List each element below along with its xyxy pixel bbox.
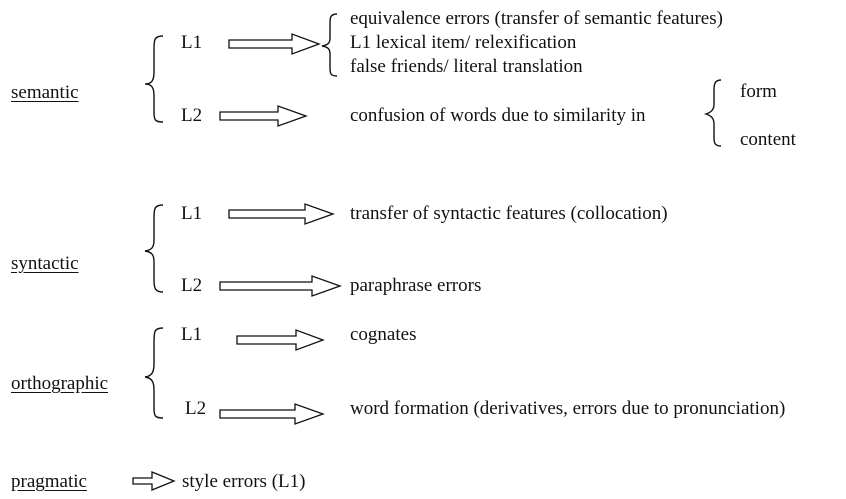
syntactic-l2-arrow	[219, 275, 342, 297]
orthographic-l2-text: word formation (derivatives, errors due …	[350, 398, 786, 419]
semantic-brace	[144, 35, 164, 123]
syntactic-brace	[144, 204, 164, 293]
category-pragmatic: pragmatic	[11, 471, 87, 492]
orthographic-l1-arrow	[236, 329, 325, 351]
semantic-l2-sub-form: form	[740, 81, 777, 102]
orthographic-l1-text: cognates	[350, 324, 417, 345]
orthographic-brace	[144, 327, 164, 419]
syntactic-l2-label: L2	[181, 275, 203, 296]
syntactic-l2-text: paraphrase errors	[350, 275, 482, 296]
syntactic-l1-text: transfer of syntactic features (collocat…	[350, 203, 668, 224]
semantic-l2-brace	[703, 79, 722, 147]
semantic-l2-arrow	[219, 105, 308, 127]
semantic-l2-label: L2	[181, 105, 203, 126]
semantic-l2-text: confusion of words due to similarity in	[350, 105, 646, 126]
semantic-l1-item: L1 lexical item/ relexification	[350, 32, 577, 53]
category-semantic: semantic	[11, 82, 79, 103]
semantic-l1-label: L1	[181, 32, 203, 53]
syntactic-l1-label: L1	[181, 203, 203, 224]
orthographic-l2-label: L2	[185, 398, 207, 419]
semantic-l2-sub-content: content	[740, 129, 796, 150]
pragmatic-arrow	[132, 471, 176, 491]
semantic-l1-arrow	[228, 33, 321, 55]
orthographic-l1-label: L1	[181, 324, 203, 345]
semantic-l1-item: equivalence errors (transfer of semantic…	[350, 8, 723, 29]
syntactic-l1-arrow	[228, 203, 335, 225]
category-syntactic: syntactic	[11, 253, 79, 274]
pragmatic-text: style errors (L1)	[182, 471, 306, 492]
semantic-l1-brace	[321, 13, 338, 77]
orthographic-l2-arrow	[219, 403, 325, 425]
category-orthographic: orthographic	[11, 373, 109, 394]
semantic-l1-item: false friends/ literal translation	[350, 56, 583, 77]
